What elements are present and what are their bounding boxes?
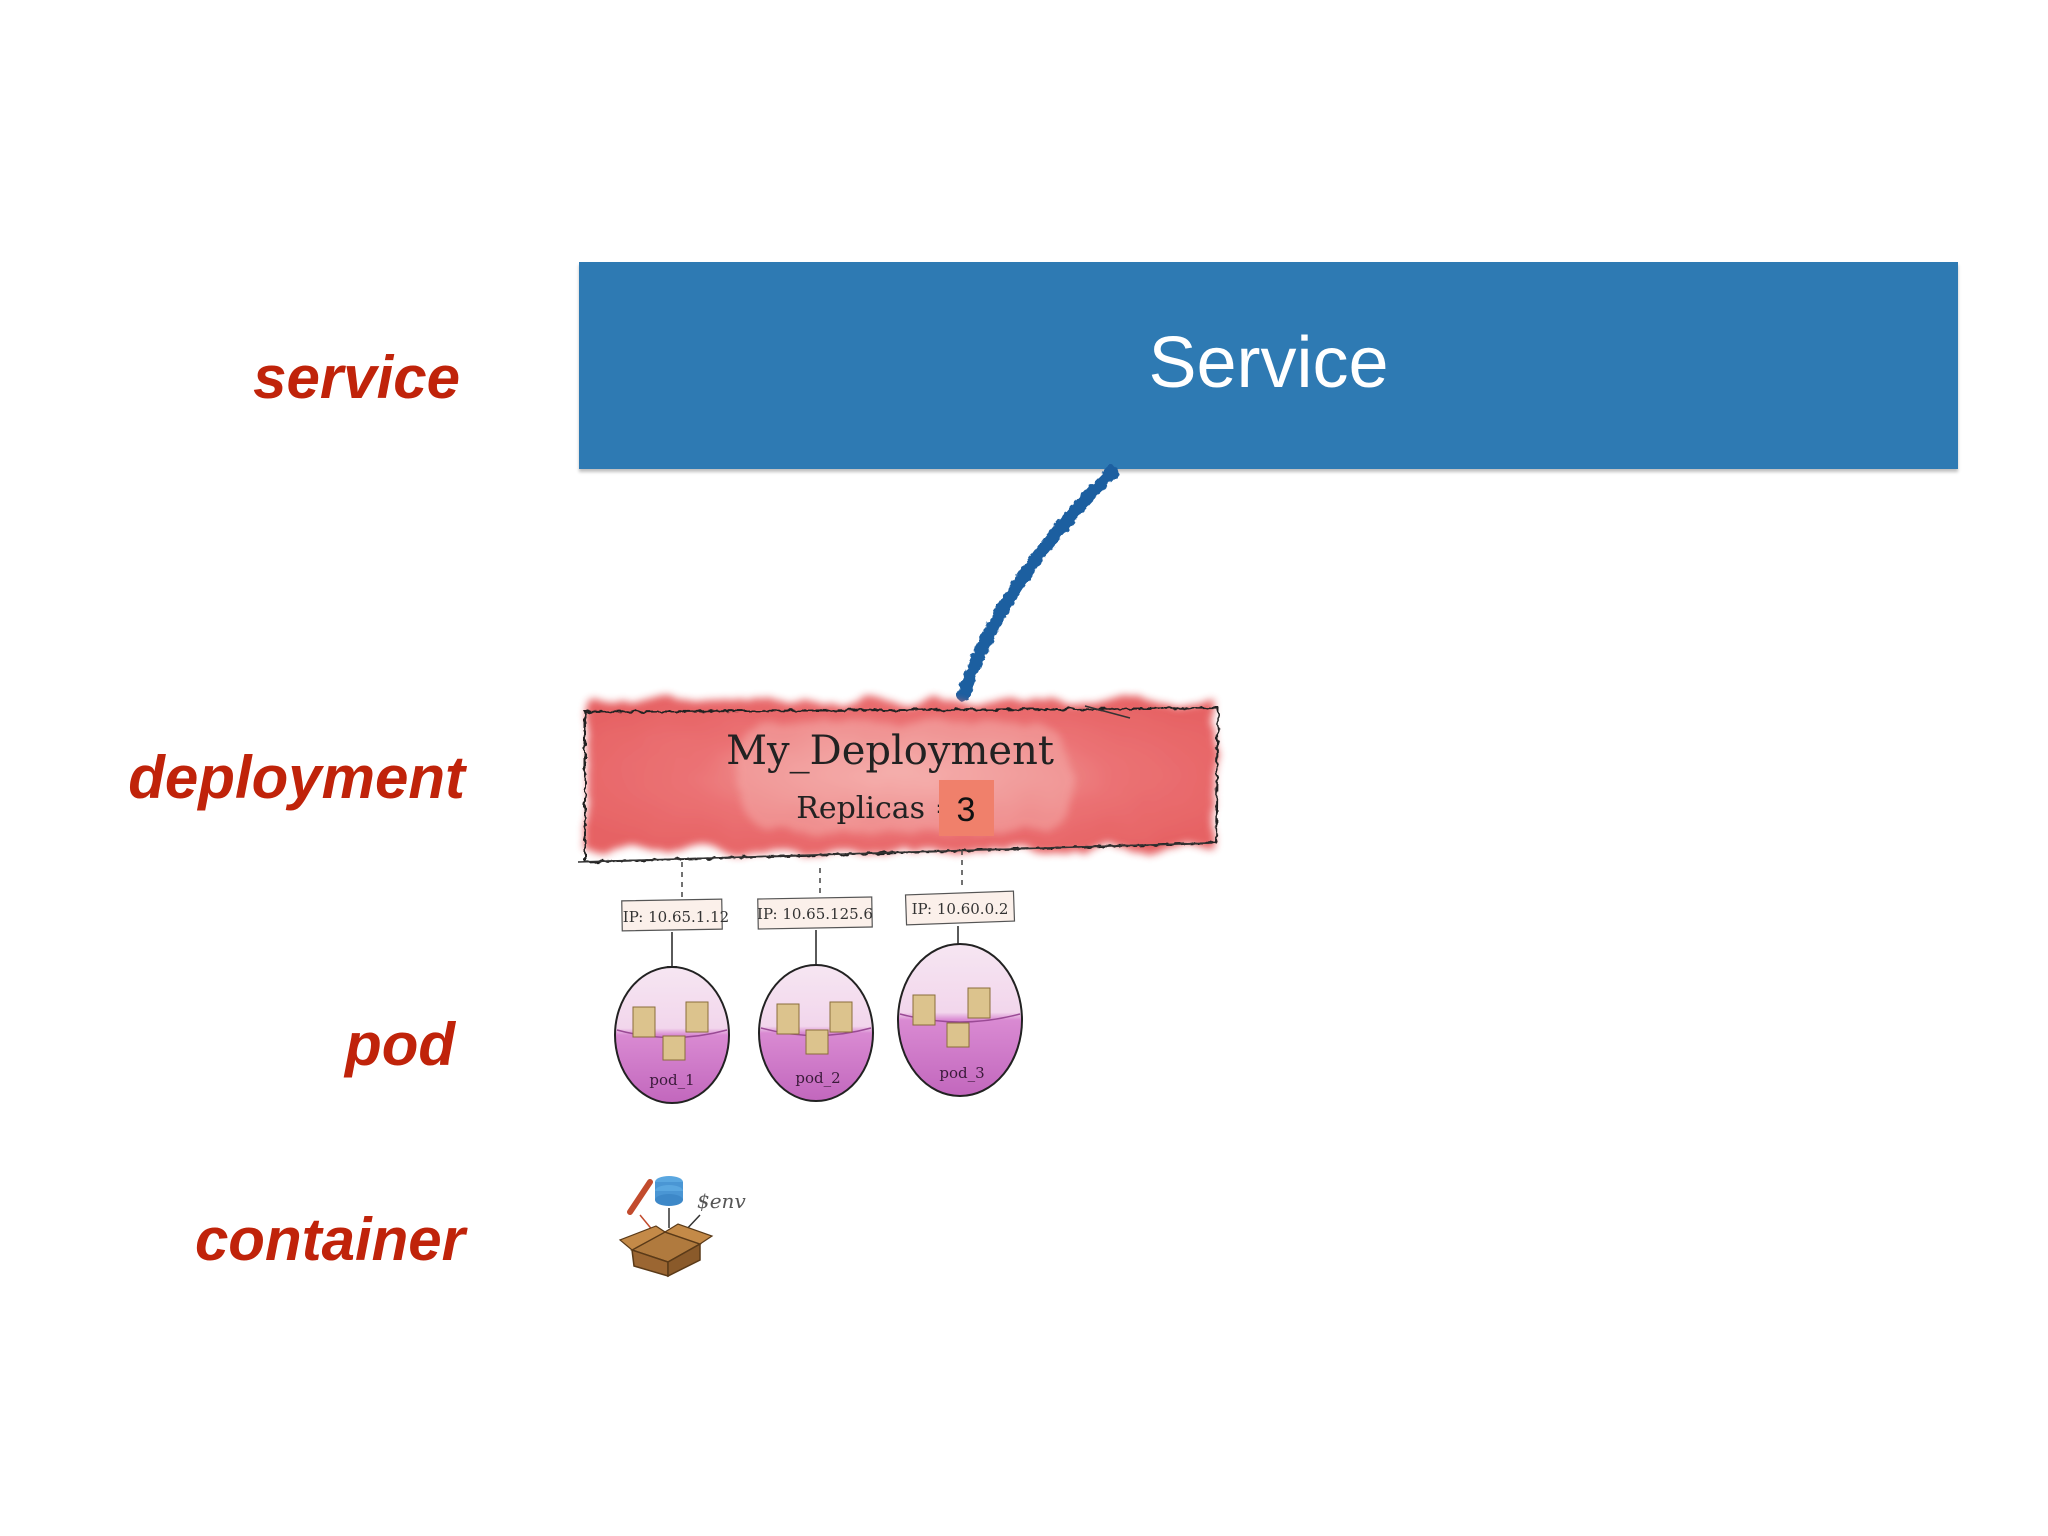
layer-label-service: service	[253, 344, 460, 411]
container-illustration: $env	[618, 1176, 746, 1278]
layer-label-deployment: deployment	[128, 744, 465, 811]
pod-3: pod_3	[897, 943, 1023, 1097]
service-title: Service	[1148, 322, 1389, 403]
pod-name: pod_3	[939, 1064, 984, 1082]
deployment-box	[577, 700, 1220, 864]
pod-ip-label: IP: 10.65.1.12	[623, 908, 729, 926]
pod-2: pod_2	[758, 964, 874, 1102]
config-pen-icon	[627, 1179, 653, 1215]
database-icon	[655, 1176, 683, 1206]
pod-1: pod_1	[614, 966, 730, 1104]
pod-name: pod_1	[649, 1071, 694, 1089]
layer-label-container: container	[194, 1206, 465, 1273]
layer-label-pod: pod	[345, 1011, 455, 1078]
pod-1-ip-tag: IP: 10.65.1.12	[621, 898, 729, 932]
pod-2-ip-tag: IP: 10.65.125.6	[757, 896, 873, 930]
pod-3-ip-tag: IP: 10.60.0.2	[904, 890, 1016, 926]
replicas-value: 3	[957, 791, 976, 829]
pod-name: pod_2	[795, 1069, 840, 1087]
service-box: Service	[579, 262, 1958, 469]
deployment-name: My_Deployment	[726, 728, 1054, 774]
pod-ip-label: IP: 10.60.0.2	[912, 900, 1009, 918]
replicas-label: Replicas =	[796, 791, 960, 826]
service-connector-line	[956, 465, 1119, 702]
pod-ip-label: IP: 10.65.125.6	[757, 905, 873, 923]
replicas-badge	[939, 780, 994, 836]
container-box-icon	[618, 1223, 714, 1278]
env-label: $env	[697, 1189, 746, 1213]
